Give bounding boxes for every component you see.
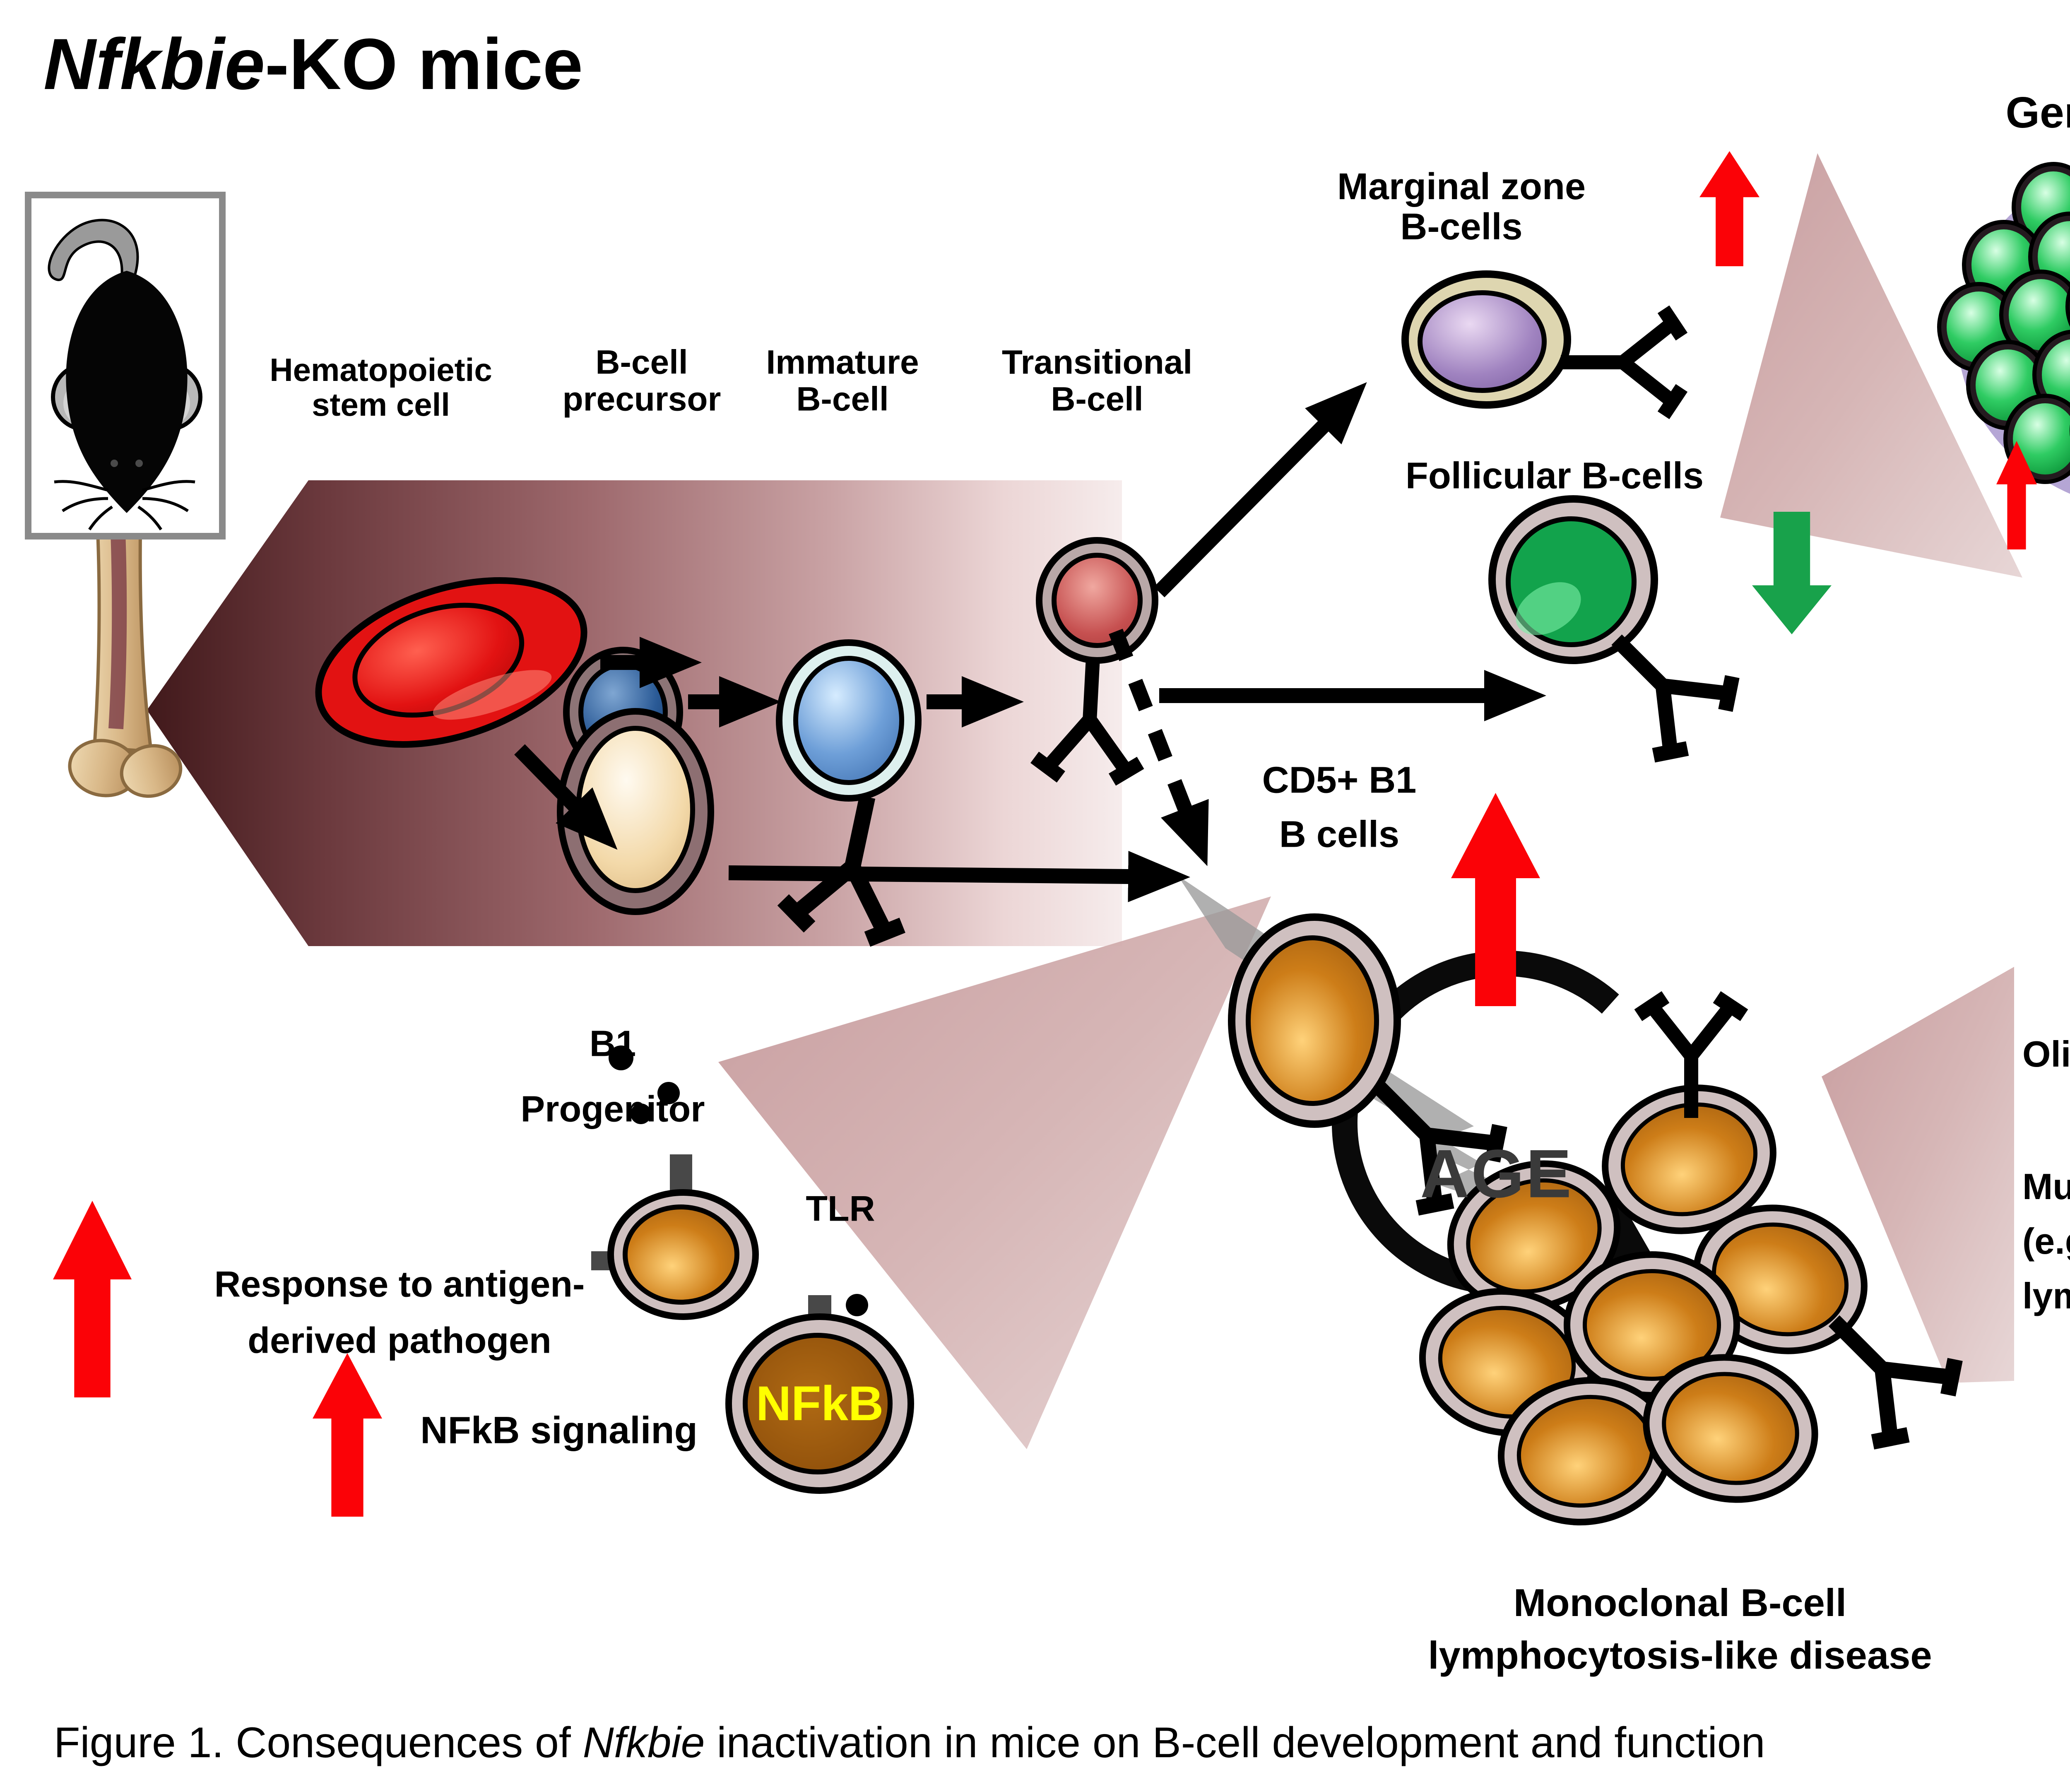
arrow-transitional-cd5-dashed (1109, 629, 1209, 866)
figure-caption: Figure 1. Consequences of Nfkbie inactiv… (54, 1719, 1765, 1767)
label-marginal-zone: Marginal zone B-cells (1337, 166, 1586, 248)
zoom-cone-outcomes (1822, 967, 2014, 1383)
pathogen-dots-icon (609, 1045, 680, 1124)
immature-b-cell (776, 639, 922, 802)
marginal-zone-b-cell (1401, 270, 1571, 409)
monoclonal-b-cell (1447, 1160, 1621, 1312)
antibody-icon (777, 795, 905, 947)
arrow-b1-cd5 (728, 851, 1190, 903)
label-nfkb-signaling: NFkB signaling (420, 1409, 698, 1452)
gc-b-cell (2065, 286, 2070, 327)
label-nfkb-cell: NFkB (756, 1376, 884, 1431)
monoclonal-b-cell (1497, 1377, 1674, 1526)
figure-title: Nfkbie-KO mice (43, 23, 583, 106)
antibody-icon (1561, 305, 1688, 419)
zoom-cone-signaling (718, 896, 1271, 1449)
nfkb-cell (725, 1294, 914, 1494)
antibody-icon (1634, 991, 1748, 1118)
label-b1-progenitor: B1 Progenitor (520, 1023, 705, 1130)
antibody-icon (1373, 1081, 1507, 1216)
label-hsc: Hematopoietic stem cell (270, 351, 492, 423)
label-oligoclonal: Oligoclonal CD5+ B-cell (2022, 1033, 2070, 1074)
antibody-icon (1030, 657, 1144, 786)
arrow-hsc-b1progenitor (514, 744, 618, 850)
label-precursor: B-cell precursor (562, 343, 721, 418)
label-response: Response to antigen- derived pathogen (214, 1263, 585, 1361)
antibody-icon (1611, 634, 1740, 763)
label-multiorgan: Multiorgan infiltration (e.g Blood, Sple… (2022, 1166, 2070, 1316)
antibody-icon (1828, 1315, 1963, 1450)
arrow-transitional-marginal (1154, 382, 1367, 597)
label-transitional: Transitional B-cell (1001, 343, 1193, 418)
label-follicular: Follicular B-cells (1405, 455, 1704, 497)
mouse-icon (48, 219, 202, 530)
ligand-dot-icon (846, 1294, 868, 1316)
monoclonal-b-cell (1419, 1288, 1595, 1437)
label-disease: Monoclonal B-cell lymphocytosis-like dis… (1428, 1581, 1932, 1677)
tlr-b-cell (591, 1154, 759, 1320)
transitional-b-cell (1036, 537, 1158, 664)
label-cd5-b1: CD5+ B1 B cells (1262, 759, 1417, 855)
monoclonal-b-cell (1643, 1354, 1818, 1503)
hematopoietic-stem-cell (315, 577, 587, 748)
label-tlr: TLR (806, 1189, 875, 1229)
cd5-b1-cell (1228, 913, 1401, 1128)
label-immature: Immature B-cell (766, 343, 919, 418)
title-gene: Nfkbie (43, 24, 265, 105)
follicular-b-cell (1488, 495, 1658, 664)
title-rest: -KO mice (265, 24, 583, 105)
mouse-box (25, 192, 226, 540)
b1-progenitor-cell (557, 708, 714, 915)
label-germinal-center: Germinal center (2005, 88, 2070, 137)
label-age: AGE (1420, 1135, 1573, 1212)
monoclonal-b-cell (1602, 1084, 1776, 1234)
zoom-cone-germinal (1720, 153, 2022, 578)
